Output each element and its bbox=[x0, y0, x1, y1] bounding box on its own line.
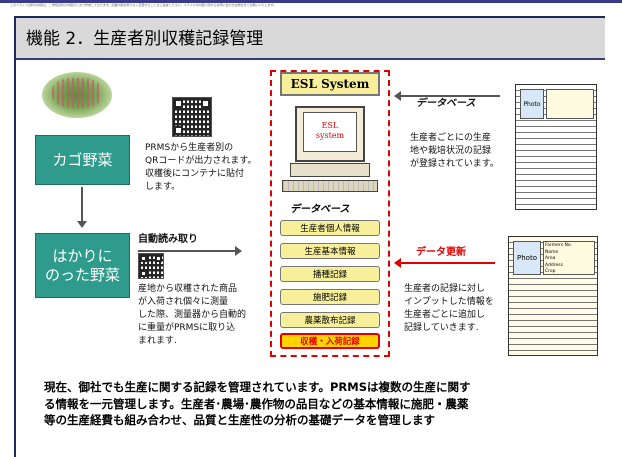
db-item-fertilizer-record: 施肥記録 bbox=[280, 289, 380, 305]
db-item-seeding-record: 播種記録 bbox=[280, 266, 380, 282]
computer-base-icon bbox=[290, 163, 370, 177]
left-arrow-update bbox=[394, 258, 495, 268]
scale-vegetables-label-2: のった野菜 bbox=[44, 265, 120, 284]
db-item-harvest-record: 収穫・入荷記録 bbox=[280, 333, 380, 349]
keyboard-icon bbox=[282, 180, 378, 192]
scale-vegetables-label-1: はかりに bbox=[52, 246, 113, 265]
data-update-label: データ更新 bbox=[416, 247, 466, 258]
database-note: 生産者ごとにの生産 地や栽培状況の記録 が登録されています。 bbox=[410, 133, 499, 170]
photo-placeholder: Photo bbox=[520, 89, 544, 119]
slide-frame bbox=[14, 16, 605, 457]
down-arrow bbox=[77, 187, 87, 228]
db-item-producer-info: 生産者個人情報 bbox=[280, 220, 380, 236]
database-title: データベース bbox=[290, 204, 350, 215]
scale-vegetables-box: はかりに のった野菜 bbox=[35, 233, 130, 298]
form-fields: Farmers No. Name Area Address Crop bbox=[543, 241, 595, 275]
db-item-production-info: 生産基本情報 bbox=[280, 243, 380, 259]
basket-vegetables-label: カゴ野菜 bbox=[52, 150, 113, 169]
db-item-pesticide-record: 農薬散布記録 bbox=[280, 312, 380, 328]
auto-read-label: 自動読み取り bbox=[138, 234, 198, 245]
top-accent-line bbox=[0, 0, 622, 3]
disclaimer-text: このスライド資料の内容は、ご参照資料の内容のとおり作成しております。記載内容を断… bbox=[10, 3, 277, 7]
left-arrow-database bbox=[394, 91, 500, 101]
scale-note: 産地から収穫された商品 が入荷され個々に測量 した際、測量器から自動的 に重量が… bbox=[138, 284, 247, 347]
esl-system-header: ESL System bbox=[280, 72, 380, 96]
farmer-record-form-1: Photo bbox=[515, 84, 597, 210]
photo-placeholder-2: Photo bbox=[513, 241, 541, 275]
right-arrow bbox=[138, 246, 242, 256]
title-rule bbox=[16, 58, 605, 60]
qr-code-icon bbox=[172, 97, 212, 137]
vegetable-field-image bbox=[42, 72, 112, 118]
qr-note: PRMSから生産者別の QRコードが出力されます。 収穫後にコンテナに貼付 しま… bbox=[145, 143, 257, 193]
esl-system-outline bbox=[270, 70, 390, 357]
computer-screen: ESL system bbox=[303, 112, 357, 152]
update-note: 生産者の記録に対し インプットした情報を 生産者ごとに追加し 記録していきます. bbox=[404, 284, 494, 334]
page-title: 機能 2．生産者別収穫記録管理 bbox=[26, 29, 264, 49]
database-label: データベース bbox=[416, 98, 476, 109]
farmer-record-form-2: Photo Farmers No. Name Area Address Crop bbox=[508, 236, 598, 356]
basket-vegetables-box: カゴ野菜 bbox=[35, 135, 130, 185]
summary-text: 現在、御社でも生産に関する記録を管理されています。PRMSは複数の生産に関す る… bbox=[44, 380, 471, 428]
title-bar bbox=[16, 18, 605, 58]
form-header bbox=[546, 89, 594, 119]
qr-code-small-icon bbox=[138, 253, 164, 279]
